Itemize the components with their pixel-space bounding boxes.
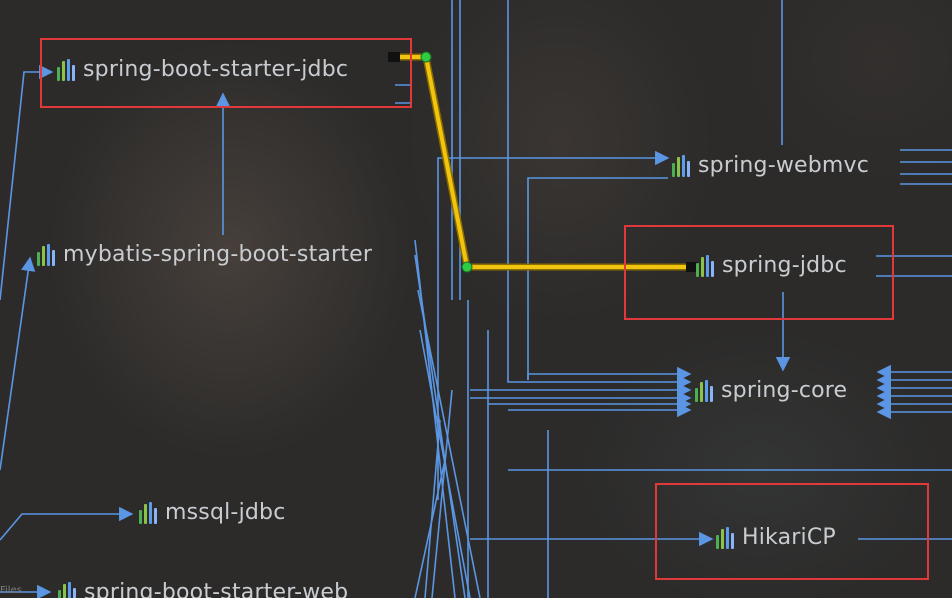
node-mybatis-spring-boot-starter[interactable]: mybatis-spring-boot-starter	[37, 242, 372, 267]
edge-left-to-mssql	[0, 506, 134, 541]
node-label: spring-webmvc	[698, 153, 870, 178]
path-endpoint-dot	[420, 51, 432, 63]
edge-left-to-mybatis	[0, 256, 36, 471]
edge-to-core-2	[527, 366, 692, 382]
edge-to-core-1	[507, 78, 692, 390]
library-bars-icon	[716, 526, 734, 549]
node-hikaricp[interactable]: HikariCP	[716, 525, 836, 550]
node-mssql-jdbc[interactable]: mssql-jdbc	[139, 500, 286, 525]
node-label: HikariCP	[742, 525, 836, 550]
library-bars-icon	[57, 58, 75, 81]
library-bars-icon	[696, 254, 714, 277]
node-spring-boot-starter-web[interactable]: spring-boot-starter-web	[58, 580, 348, 598]
node-spring-webmvc[interactable]: spring-webmvc	[672, 153, 869, 178]
highlight-box-spring-jdbc	[624, 225, 894, 320]
library-bars-icon	[672, 154, 690, 177]
highlighted-dependency-path	[388, 51, 698, 273]
node-label: mybatis-spring-boot-starter	[63, 242, 373, 267]
node-label: spring-boot-starter-web	[84, 580, 349, 598]
node-spring-boot-starter-jdbc[interactable]: spring-boot-starter-jdbc	[57, 57, 348, 82]
highlight-box-starter-jdbc	[40, 38, 412, 108]
library-bars-icon	[37, 243, 55, 266]
node-label: spring-jdbc	[722, 253, 847, 278]
files-label: Files	[0, 585, 22, 596]
library-bars-icon	[695, 379, 713, 402]
node-spring-core[interactable]: spring-core	[695, 378, 847, 403]
node-label: mssql-jdbc	[165, 500, 286, 525]
path-endpoint-dot	[461, 261, 473, 273]
highlight-box-hikaricp	[655, 483, 929, 580]
library-bars-icon	[58, 581, 76, 598]
edge-to-webmvc	[437, 150, 670, 500]
library-bars-icon	[139, 501, 157, 524]
node-label: spring-boot-starter-jdbc	[83, 57, 349, 82]
node-spring-jdbc[interactable]: spring-jdbc	[696, 253, 847, 278]
edge-left-to-starter-jdbc	[0, 64, 54, 301]
node-label: spring-core	[721, 378, 848, 403]
